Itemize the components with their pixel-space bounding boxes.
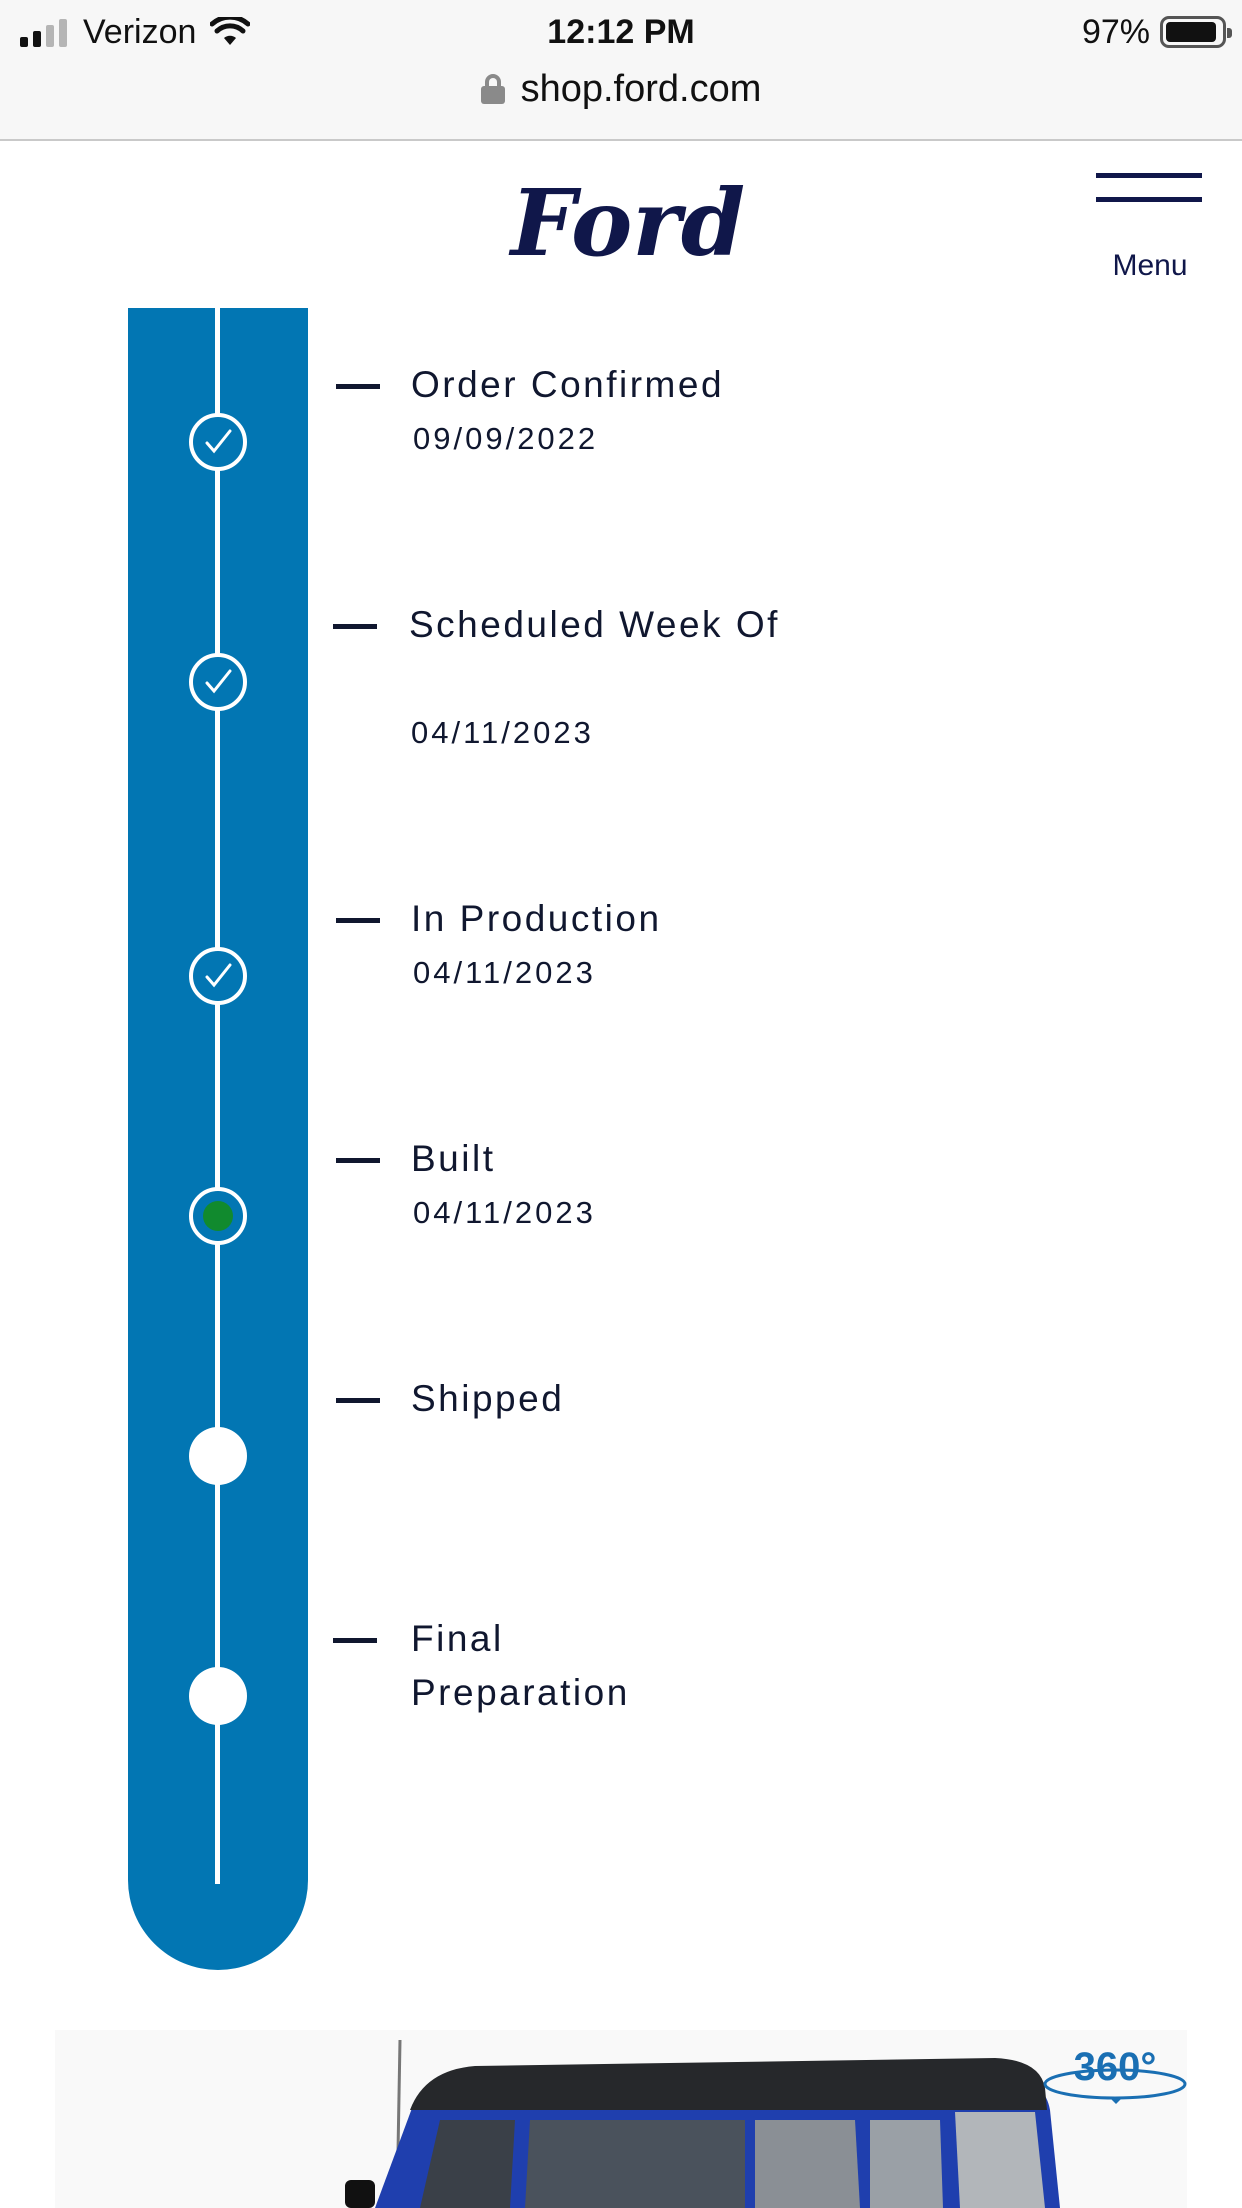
address-bar[interactable]: shop.ford.com	[0, 62, 1242, 116]
step-title: Built	[411, 1138, 496, 1179]
status-right: 97%	[1081, 10, 1232, 54]
step-done-node	[189, 413, 247, 471]
view-360-button[interactable]: 360°	[1040, 2046, 1190, 2108]
step-title: In Production	[411, 898, 662, 939]
status-left: Verizon	[20, 10, 251, 54]
step-dash	[336, 1398, 380, 1403]
step-title: Order Confirmed	[411, 364, 725, 405]
cell-signal-icon	[20, 17, 67, 47]
lock-icon	[480, 74, 505, 104]
check-icon	[205, 963, 232, 988]
ford-logo-text: Ford	[508, 171, 745, 277]
step-dash	[336, 384, 380, 389]
badge-360-label: 360°	[1073, 2045, 1157, 2089]
ford-logo[interactable]: Ford	[505, 171, 751, 279]
site-header: Ford Menu	[0, 143, 1242, 308]
hamburger-icon	[1096, 173, 1204, 202]
menu-button[interactable]: Menu	[1096, 173, 1204, 283]
battery-percent: 97%	[1081, 12, 1150, 51]
vehicle-illustration	[345, 2039, 1060, 2208]
browser-chrome: Verizon 12:12 PM 97% shop.ford.com	[0, 0, 1242, 141]
step-date: 04/11/2023	[411, 715, 594, 750]
menu-label: Menu	[1112, 249, 1188, 282]
step-dash	[333, 1638, 377, 1643]
step-date: 04/11/2023	[413, 955, 596, 990]
step-dash	[333, 624, 377, 629]
vehicle-image[interactable]	[55, 2030, 1187, 2208]
progress-line	[215, 308, 220, 1884]
step-current-node	[189, 1187, 247, 1245]
step-date: 09/09/2022	[413, 421, 599, 456]
check-icon	[205, 429, 232, 454]
step-dash	[336, 918, 380, 923]
current-status-dot	[203, 1201, 233, 1231]
step-title: Scheduled Week Of	[409, 604, 780, 645]
step-title: Shipped	[411, 1378, 565, 1419]
step-pending-node	[189, 1667, 247, 1725]
check-icon	[205, 669, 232, 694]
step-date: 04/11/2023	[413, 1195, 596, 1230]
step-pending-node	[189, 1427, 247, 1485]
carrier-name: Verizon	[83, 12, 197, 51]
step-title: Final Preparation	[411, 1618, 630, 1713]
status-time: 12:12 PM	[547, 13, 695, 51]
step-done-node	[189, 653, 247, 711]
step-done-node	[189, 947, 247, 1005]
wifi-icon	[210, 17, 251, 45]
battery-icon	[1160, 16, 1232, 48]
step-dash	[336, 1158, 380, 1163]
rotate-360-icon	[1043, 2068, 1187, 2104]
url-text: shop.ford.com	[520, 67, 762, 110]
